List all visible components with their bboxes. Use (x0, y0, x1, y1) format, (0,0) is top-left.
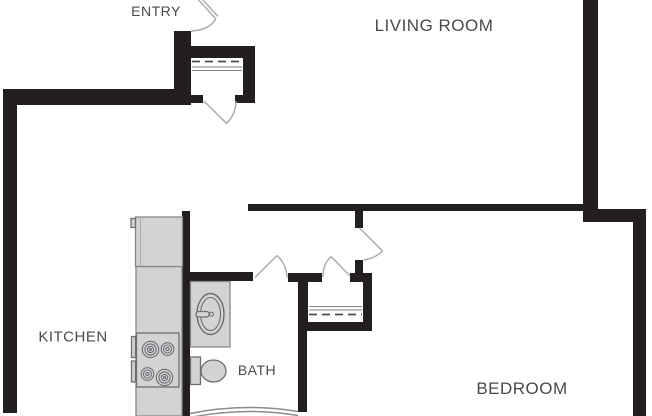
stove-body (135, 332, 180, 388)
burner-top-right-small (160, 342, 175, 356)
bedroom-east-wall (633, 222, 646, 416)
toilet-tank (189, 356, 202, 386)
entry-closet-bottom-left-stub (186, 95, 203, 103)
entry-east-wall (174, 31, 191, 105)
kitchen-label: KITCHEN (38, 328, 108, 346)
door-arc (322, 256, 332, 278)
living-room-east-wall (583, 0, 598, 220)
refrigerator (130, 216, 184, 268)
bath-sink (195, 292, 225, 336)
tub-line (189, 406, 299, 415)
living-room-label: LIVING ROOM (374, 16, 494, 35)
stove-handle (130, 360, 137, 383)
kitchen-west-wall (3, 89, 17, 413)
entry-closet-right-wall (243, 46, 255, 103)
refrigerator-body (134, 216, 184, 268)
toilet-bowl (200, 359, 227, 383)
door-leaf (202, 0, 219, 17)
burner-bottom-right-large (155, 368, 174, 387)
linen-closet-bottom-wall (298, 322, 372, 331)
door-arc (276, 254, 288, 278)
linen-closet-top-right-wall (350, 273, 372, 282)
stove-handle (130, 335, 137, 359)
linen-closet-top-left-wall (288, 273, 322, 282)
kitchen-fixtures (130, 216, 184, 416)
door-leaf (197, 0, 217, 19)
linen-closet-left-wall (298, 282, 308, 331)
door-leaf (330, 256, 351, 277)
east-wall-jog (583, 209, 646, 222)
burner-top-left-large (141, 340, 160, 359)
doors (190, 0, 383, 278)
bedroom-label: BEDROOM (476, 379, 568, 398)
bath-east-wall (298, 331, 307, 412)
entry-closet-bottom-right-stub (235, 95, 255, 103)
faucet (195, 310, 210, 318)
bedroom-door-bottom-stub (355, 260, 363, 277)
entry-closet-top-wall (190, 46, 255, 58)
bedroom-door-swing (359, 227, 383, 261)
entry-closet-door-swing (203, 100, 237, 124)
refrigerator-handle (130, 217, 137, 229)
living-room-bedroom-partition (248, 204, 583, 211)
bedroom-door-top-stub (355, 204, 363, 228)
door-arc (190, 18, 217, 32)
toilet (189, 356, 227, 386)
door-arc (363, 250, 383, 261)
entry-label: ENTRY (131, 3, 181, 19)
door-arc (225, 100, 237, 124)
door-leaf (359, 227, 383, 252)
door-leaf (254, 255, 278, 278)
bathtub-edge (189, 406, 299, 416)
kitchen-bath-wall (182, 211, 190, 416)
bath-north-wall (190, 272, 253, 281)
burner-bottom-left-small (140, 367, 155, 381)
bath-label: BATH (237, 362, 277, 378)
bath-door-swing (254, 254, 288, 278)
linen-closet-right-wall (363, 273, 372, 331)
tub-line (193, 410, 299, 416)
door-leaf (203, 100, 227, 124)
entry-closet-shelf-rod (192, 60, 242, 72)
faucet-spout (208, 311, 215, 317)
stove (130, 332, 180, 388)
walls (3, 0, 646, 416)
entry-south-wall (3, 89, 191, 105)
bath-fixtures (189, 280, 299, 416)
entry-door-swing (190, 0, 219, 32)
linen-closet-shelf-rod (309, 305, 362, 316)
linen-closet-door-swing (322, 256, 351, 278)
